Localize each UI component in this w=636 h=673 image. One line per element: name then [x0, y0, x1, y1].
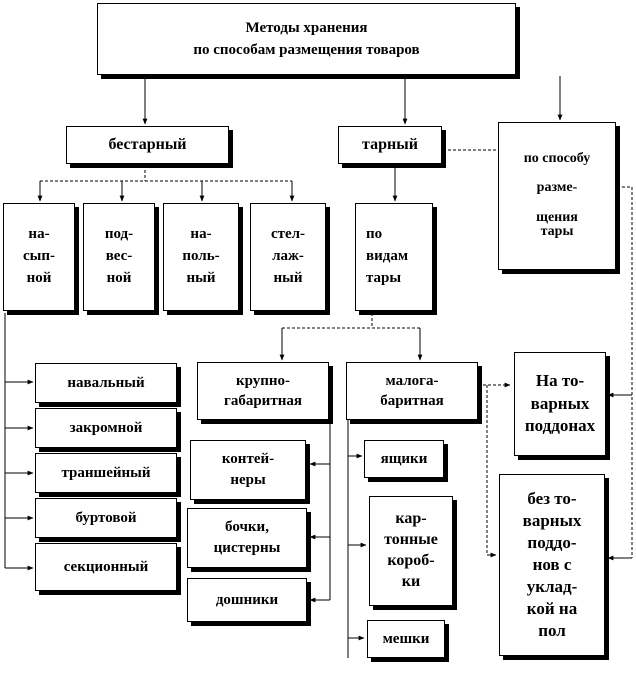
node-malo: малога- баритная	[346, 362, 478, 420]
node-doshniki-label: дошники	[215, 591, 279, 608]
node-navalny-label: навальный	[67, 374, 145, 391]
node-konteynery: контей- неры	[190, 440, 306, 500]
node-nasypnoy: на- сып- ной	[3, 203, 75, 311]
node-root: Методы хранения по способам размещения т…	[97, 3, 516, 75]
node-malo-label: малога- баритная	[380, 372, 444, 409]
node-na-podd-label: На то- варных поддонах	[524, 370, 596, 436]
node-krupno-label: крупно- габаритная	[224, 372, 302, 409]
node-meshki-label: мешки	[382, 630, 430, 647]
node-napolny: на- поль- ный	[163, 203, 239, 311]
node-transheyny: траншейный	[35, 453, 177, 493]
node-sektsionny: секционный	[35, 543, 177, 591]
node-tarny-label: тарный	[362, 136, 418, 153]
node-podvesnoy: под- вес- ной	[83, 203, 155, 311]
node-zakromnoy-label: закромной	[69, 419, 143, 436]
node-doshniki: дошники	[187, 578, 307, 622]
node-meshki: мешки	[367, 620, 445, 658]
node-burtovoy: буртовой	[35, 498, 177, 538]
node-zakromnoy: закромной	[35, 408, 177, 448]
node-tarny: тарный	[338, 126, 442, 164]
node-root-label: Методы хранения по способам размещения т…	[193, 19, 420, 59]
edge-po-sposobu-down	[617, 186, 633, 558]
node-nasypnoy-label: на- сып- ной	[22, 226, 55, 286]
node-bochki-label: бочки, цистерны	[213, 519, 281, 556]
edge-bestarny-bus	[40, 165, 292, 182]
node-navalny: навальный	[35, 363, 177, 403]
node-yashchiki: ящики	[364, 440, 444, 478]
node-stellazhny: стел- лаж- ный	[250, 203, 326, 311]
node-konteynery-label: контей- неры	[221, 451, 275, 488]
node-yashchiki-label: ящики	[380, 450, 428, 467]
node-burtovoy-label: буртовой	[75, 509, 137, 526]
node-kartonnye-label: кар- тонные короб- ки	[384, 510, 438, 590]
node-po-vidam-label: по видам тары	[366, 226, 409, 286]
node-stellazhny-label: стел- лаж- ный	[270, 226, 306, 286]
node-bestarny-label: бестарный	[108, 136, 187, 153]
node-bestarny: бестарный	[66, 126, 229, 164]
node-po-vidam: по видам тары	[355, 203, 433, 311]
node-bez-podd-label: без то- варных поддо- нов с уклад- кой н…	[522, 488, 582, 641]
node-transheyny-label: траншейный	[61, 464, 151, 481]
node-kartonnye: кар- тонные короб- ки	[369, 496, 453, 606]
node-krupno: крупно- габаритная	[197, 362, 329, 420]
node-bez-podd: без то- варных поддо- нов с уклад- кой н…	[499, 474, 605, 656]
node-po-sposobu-label: по способу разме- щения тары	[523, 150, 591, 240]
node-napolny-label: на- поль- ный	[182, 226, 220, 286]
node-sektsionny-label: секционный	[63, 558, 149, 575]
node-na-podd: На то- варных поддонах	[514, 352, 606, 456]
node-podvesnoy-label: под- вес- ной	[104, 226, 134, 286]
node-po-sposobu: по способу разме- щения тары	[498, 122, 616, 270]
node-bochki: бочки, цистерны	[187, 508, 307, 568]
edge-po-vidam-bus	[282, 313, 420, 329]
